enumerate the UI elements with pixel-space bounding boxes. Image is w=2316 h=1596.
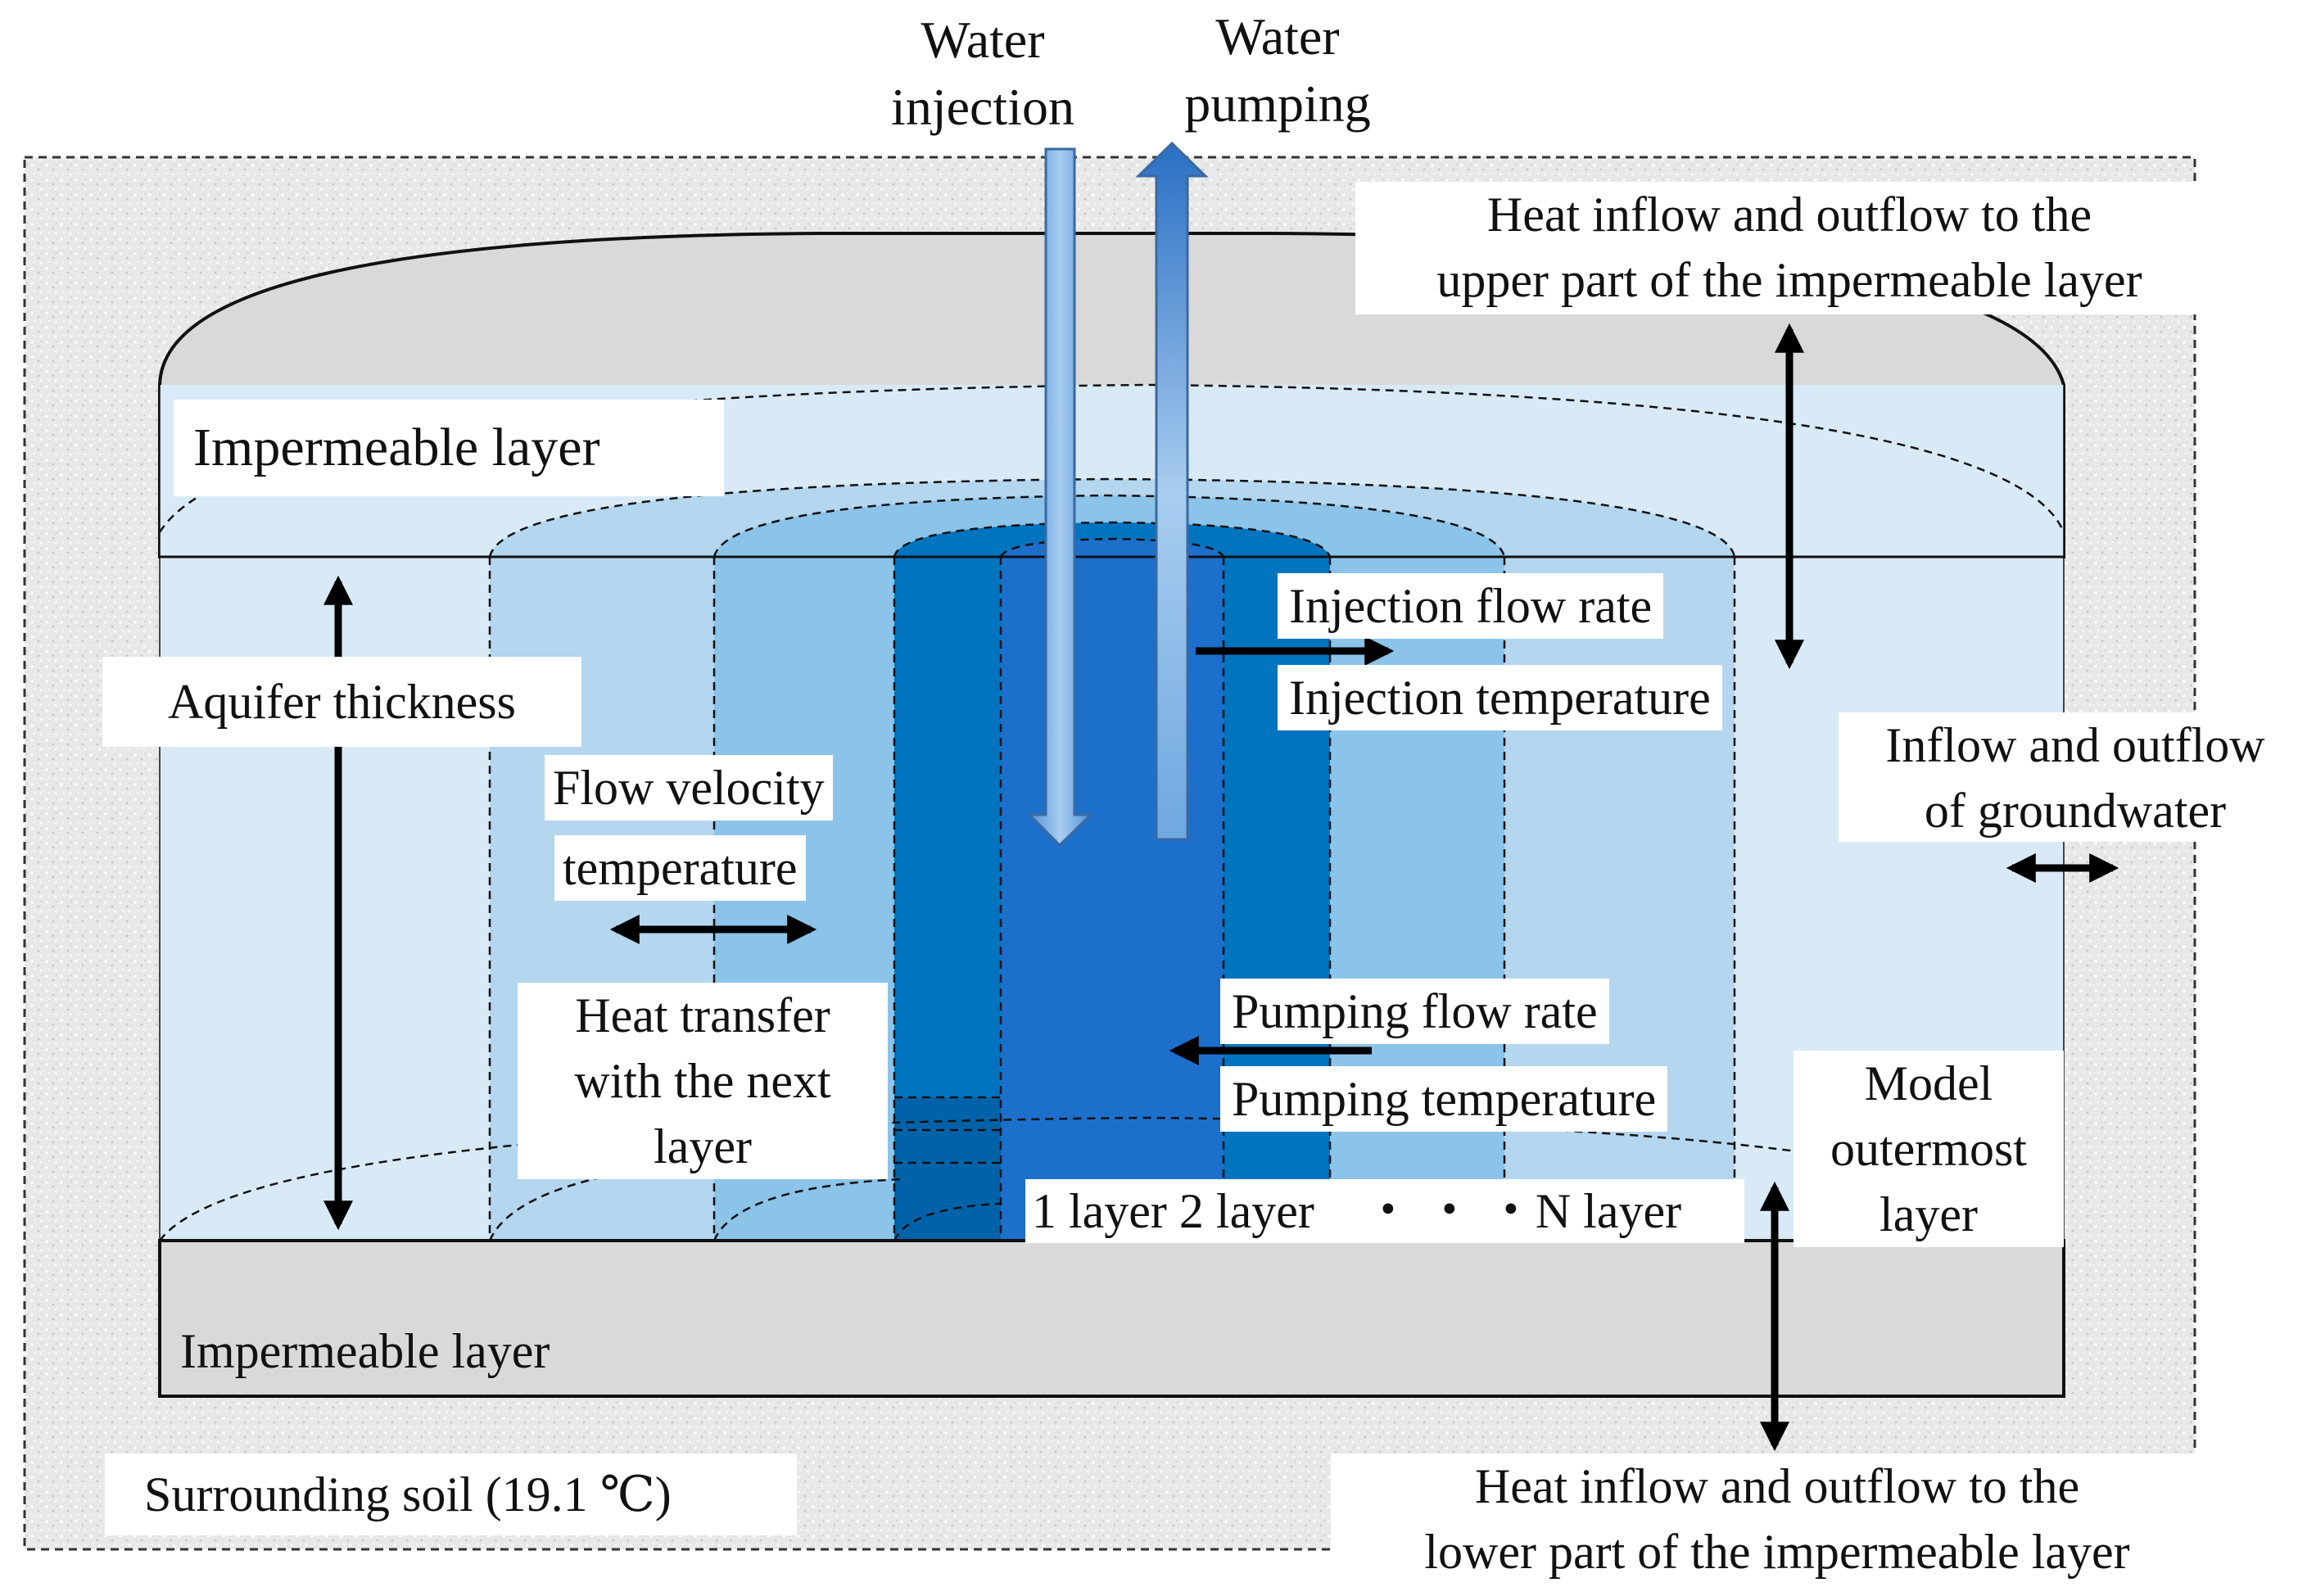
- water-injection-label: Water injection: [891, 11, 1074, 136]
- heat-upper-label: Heat inflow and outflow to the upper par…: [1355, 182, 2223, 314]
- layer-1-bottom-left: [894, 1097, 1001, 1241]
- injection-flow-rate-label: Injection flow rate: [1278, 573, 1664, 639]
- pumping-pipe-arrow: [1135, 141, 1209, 841]
- aquifer-thickness-label: Aquifer thickness: [102, 657, 581, 747]
- pumping-flow-rate-label: Pumping flow rate: [1220, 979, 1609, 1044]
- impermeable-bottom-label: Impermeable layer: [180, 1324, 550, 1378]
- model-outermost-label: Model outermost layer: [1794, 1051, 2064, 1247]
- injection-temperature-label: Injection temperature: [1278, 665, 1722, 730]
- pumping-temperature-label: Pumping temperature: [1220, 1066, 1668, 1132]
- layers-row-label: 1 layer 2 layer ・ ・ ・N layer: [1025, 1179, 1744, 1243]
- injection-pipe-arrow: [1026, 147, 1094, 848]
- core-layer: [1001, 557, 1224, 1241]
- heat-lower-label: Heat inflow and outflow to the lower par…: [1331, 1454, 2223, 1589]
- temperature-label: temperature: [554, 835, 806, 901]
- impermeable-top-label: Impermeable layer: [174, 400, 724, 496]
- flow-velocity-label: Flow velocity: [545, 755, 833, 821]
- heat-transfer-label: Heat transfer with the next layer: [518, 983, 888, 1179]
- water-pumping-label: Water pumping: [1184, 7, 1371, 133]
- impermeable-layer-bottom: [158, 1239, 2065, 1398]
- groundwater-label: Inflow and outflow of groundwater: [1839, 712, 2312, 842]
- surrounding-soil-label: Surrounding soil (19.1 ℃): [105, 1454, 797, 1535]
